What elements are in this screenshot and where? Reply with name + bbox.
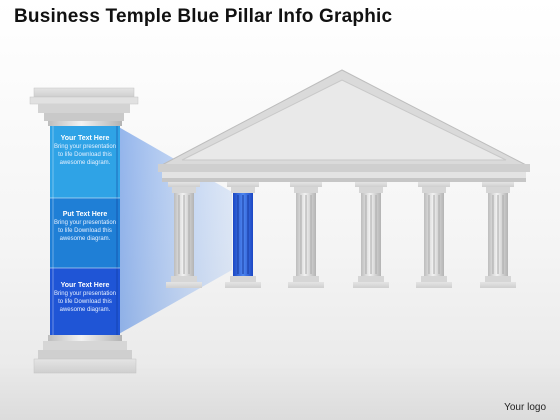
pillar-band-middle (50, 198, 120, 268)
pillar-panel-2-heading: Put Text Here (62, 211, 108, 218)
pillar-panel-3-body: Bring your presentation to life Download… (53, 291, 117, 313)
pillar-panel-1-heading: Your Text Here (60, 135, 110, 142)
pillar-panel-1: Your Text Here Bring your presentation t… (53, 134, 117, 167)
pillar-panel-2-body: Bring your presentation to life Download… (53, 220, 117, 242)
pillar-panel-3-heading: Your Text Here (60, 282, 110, 289)
temple-column-6 (480, 182, 516, 288)
temple-roof (158, 69, 530, 182)
temple-column-1 (166, 182, 202, 288)
pillar-band-top (50, 126, 120, 198)
temple-column-5 (416, 182, 452, 288)
pillar-panel-3: Your Text Here Bring your presentation t… (53, 281, 117, 314)
pillar-panel-2: Put Text Here Bring your presentation to… (53, 210, 117, 243)
temple-columns (166, 182, 516, 288)
temple-column-4 (353, 182, 389, 288)
page-title: Business Temple Blue Pillar Info Graphic (14, 6, 393, 27)
pillar-panel-1-body: Bring your presentation to life Download… (53, 144, 117, 166)
large-pillar (29, 87, 139, 374)
floor (0, 368, 560, 420)
temple-column-3 (288, 182, 324, 288)
logo-text: Your logo (504, 402, 546, 413)
pillar-band-bottom (50, 268, 120, 335)
temple-column-2-highlighted (225, 182, 261, 288)
